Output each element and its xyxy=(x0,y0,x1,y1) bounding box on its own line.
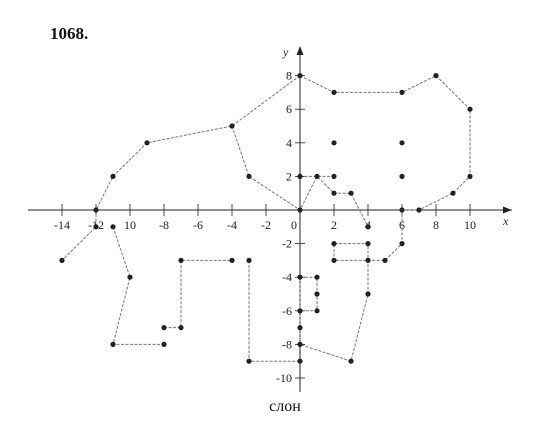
y-tick-label: -2 xyxy=(282,237,292,251)
data-point xyxy=(365,291,371,297)
data-point xyxy=(178,257,184,263)
data-point xyxy=(314,291,320,297)
y-tick-label: 8 xyxy=(286,69,292,83)
x-tick-label: -6 xyxy=(193,218,203,232)
data-point xyxy=(93,224,99,230)
problem-number: 1068. xyxy=(50,24,89,43)
data-point xyxy=(365,224,371,230)
y-tick-label: -4 xyxy=(282,270,292,284)
data-point xyxy=(399,89,405,95)
x-tick-label: -2 xyxy=(261,218,271,232)
data-point xyxy=(246,173,252,179)
data-point xyxy=(399,241,405,247)
x-tick-label: -4 xyxy=(227,218,237,232)
x-tick-label: -14 xyxy=(54,218,70,232)
data-point xyxy=(93,207,99,213)
data-point xyxy=(127,274,133,280)
x-tick-label: 2 xyxy=(331,218,337,232)
data-point xyxy=(331,257,337,263)
data-point xyxy=(297,325,303,331)
axis-ticks: -14-1210-8-6-4-202468108642-2-4-6-8-10 xyxy=(54,69,476,385)
data-point xyxy=(297,308,303,314)
x-tick-label: 8 xyxy=(433,218,439,232)
data-point xyxy=(331,173,337,179)
data-point xyxy=(161,341,167,347)
data-point xyxy=(382,257,388,263)
data-point xyxy=(433,73,439,79)
y-axis-arrow xyxy=(296,46,304,55)
data-point xyxy=(297,207,303,213)
data-point xyxy=(348,358,354,364)
data-point xyxy=(314,173,320,179)
y-tick-label: -6 xyxy=(282,304,292,318)
x-tick-label: 10 xyxy=(464,218,476,232)
x-axis-arrow xyxy=(503,206,512,214)
data-point xyxy=(331,140,337,146)
data-point xyxy=(450,190,456,196)
y-tick-label: -10 xyxy=(276,371,292,385)
data-point xyxy=(467,173,473,179)
data-point xyxy=(399,207,405,213)
data-point xyxy=(365,241,371,247)
x-tick-label: -8 xyxy=(159,218,169,232)
y-tick-label: -8 xyxy=(282,337,292,351)
data-point xyxy=(399,140,405,146)
data-point xyxy=(467,106,473,112)
data-point xyxy=(365,257,371,263)
data-point xyxy=(297,274,303,280)
data-point xyxy=(331,89,337,95)
data-point xyxy=(110,341,116,347)
elephant-leg-line xyxy=(112,226,164,345)
y-axis-label: y xyxy=(282,45,289,59)
y-tick-label: 6 xyxy=(286,102,292,116)
elephant-leg-line xyxy=(248,260,300,362)
data-point xyxy=(110,173,116,179)
data-point xyxy=(161,325,167,331)
data-point xyxy=(297,73,303,79)
data-point xyxy=(246,257,252,263)
figure-points xyxy=(59,73,473,364)
data-point xyxy=(314,274,320,280)
figure-caption: слон xyxy=(269,398,301,415)
data-point xyxy=(59,257,65,263)
data-point xyxy=(416,207,422,213)
x-axis-label: x xyxy=(502,214,509,228)
data-point xyxy=(399,173,405,179)
data-point xyxy=(348,190,354,196)
data-point xyxy=(297,341,303,347)
axes: xy xyxy=(28,45,512,392)
y-tick-label: 2 xyxy=(286,169,292,183)
data-point xyxy=(297,173,303,179)
data-point xyxy=(331,241,337,247)
data-point xyxy=(246,358,252,364)
data-point xyxy=(110,224,116,230)
elephant-leg-line xyxy=(164,259,232,329)
x-tick-label: 0 xyxy=(291,218,297,232)
x-tick-label: 10 xyxy=(124,218,136,232)
data-point xyxy=(331,190,337,196)
data-point xyxy=(297,358,303,364)
data-point xyxy=(229,123,235,129)
elephant-outline-line xyxy=(299,74,471,362)
elephant-back-line xyxy=(61,75,301,261)
data-point xyxy=(314,308,320,314)
y-tick-label: 4 xyxy=(286,136,292,150)
data-point xyxy=(144,140,150,146)
data-point xyxy=(178,325,184,331)
data-point xyxy=(229,257,235,263)
